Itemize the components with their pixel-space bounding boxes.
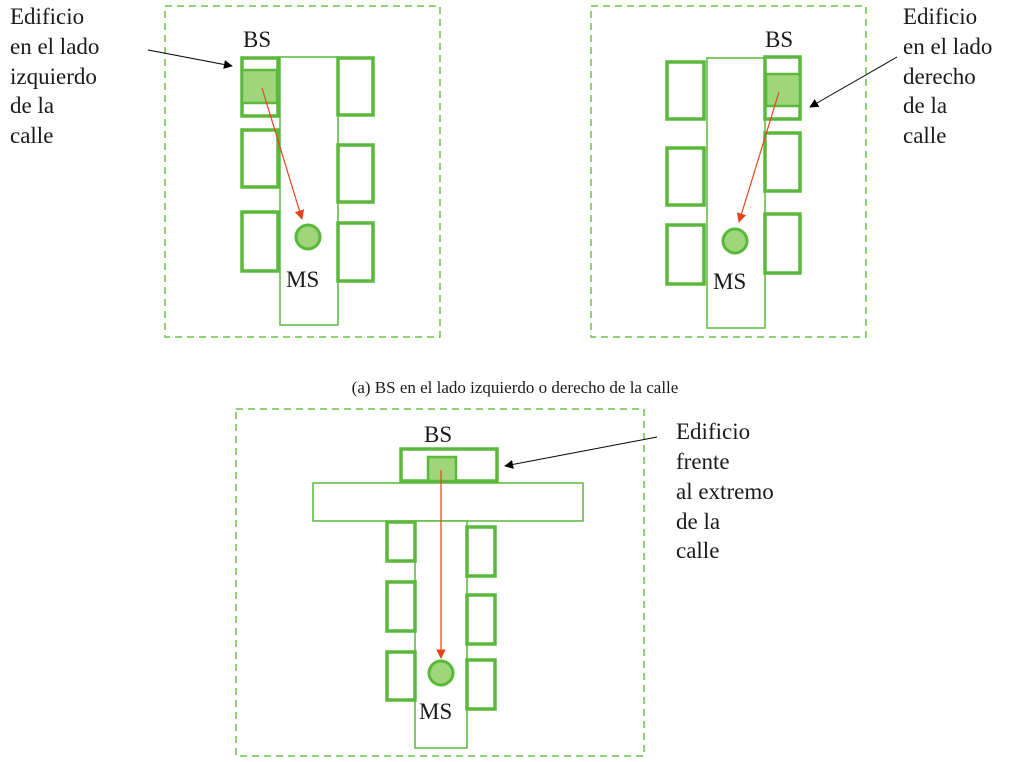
mobile-station — [294, 223, 322, 251]
base-station — [240, 68, 279, 105]
building — [665, 146, 706, 207]
building — [336, 143, 375, 204]
base-station — [426, 455, 458, 483]
building — [763, 212, 802, 275]
street — [279, 56, 339, 326]
caption-a: (a) BS en el lado izquierdo o derecho de… — [352, 378, 679, 397]
building — [385, 650, 417, 702]
annotation-arrow — [504, 436, 658, 469]
panel-right: BS MS Edificio en el lado derecho de la … — [590, 4, 998, 338]
ms-label: MS — [286, 267, 319, 292]
bs-label: BS — [243, 27, 271, 52]
building — [465, 593, 497, 646]
building — [240, 210, 280, 273]
ms-label: MS — [419, 699, 452, 724]
bs-label: BS — [424, 422, 452, 447]
annotation-arrow — [147, 49, 233, 69]
building — [385, 520, 417, 563]
building — [665, 223, 706, 286]
building — [336, 221, 375, 283]
building — [336, 56, 375, 117]
building — [665, 60, 706, 121]
panel-right-frame — [590, 5, 867, 338]
building — [385, 580, 417, 633]
panel-bottom: BS MS Edificio frente al extremo de la c… — [235, 408, 779, 757]
bs-label: BS — [765, 27, 793, 52]
building — [240, 128, 280, 189]
signal-ray — [736, 91, 780, 223]
base-station — [764, 72, 802, 108]
annotation-bottom: Edificio frente al extremo de la calle — [676, 419, 779, 563]
ms-label: MS — [713, 269, 746, 294]
panel-bottom-frame — [235, 408, 645, 757]
panel-left: BS MS Edificio en el lado izquierdo de l… — [10, 4, 441, 338]
mobile-station — [427, 659, 455, 687]
annotation-arrow — [809, 56, 898, 108]
cross-street — [312, 482, 584, 522]
building — [465, 658, 497, 711]
building — [465, 525, 497, 578]
signal-ray — [261, 87, 305, 220]
mobile-station — [721, 227, 749, 255]
street — [706, 57, 766, 329]
building — [763, 131, 802, 193]
annotation-right: Edificio en el lado derecho de la calle — [903, 4, 998, 148]
annotation-left: Edificio en el lado izquierdo de la call… — [10, 4, 105, 148]
panel-left-frame — [164, 5, 441, 338]
